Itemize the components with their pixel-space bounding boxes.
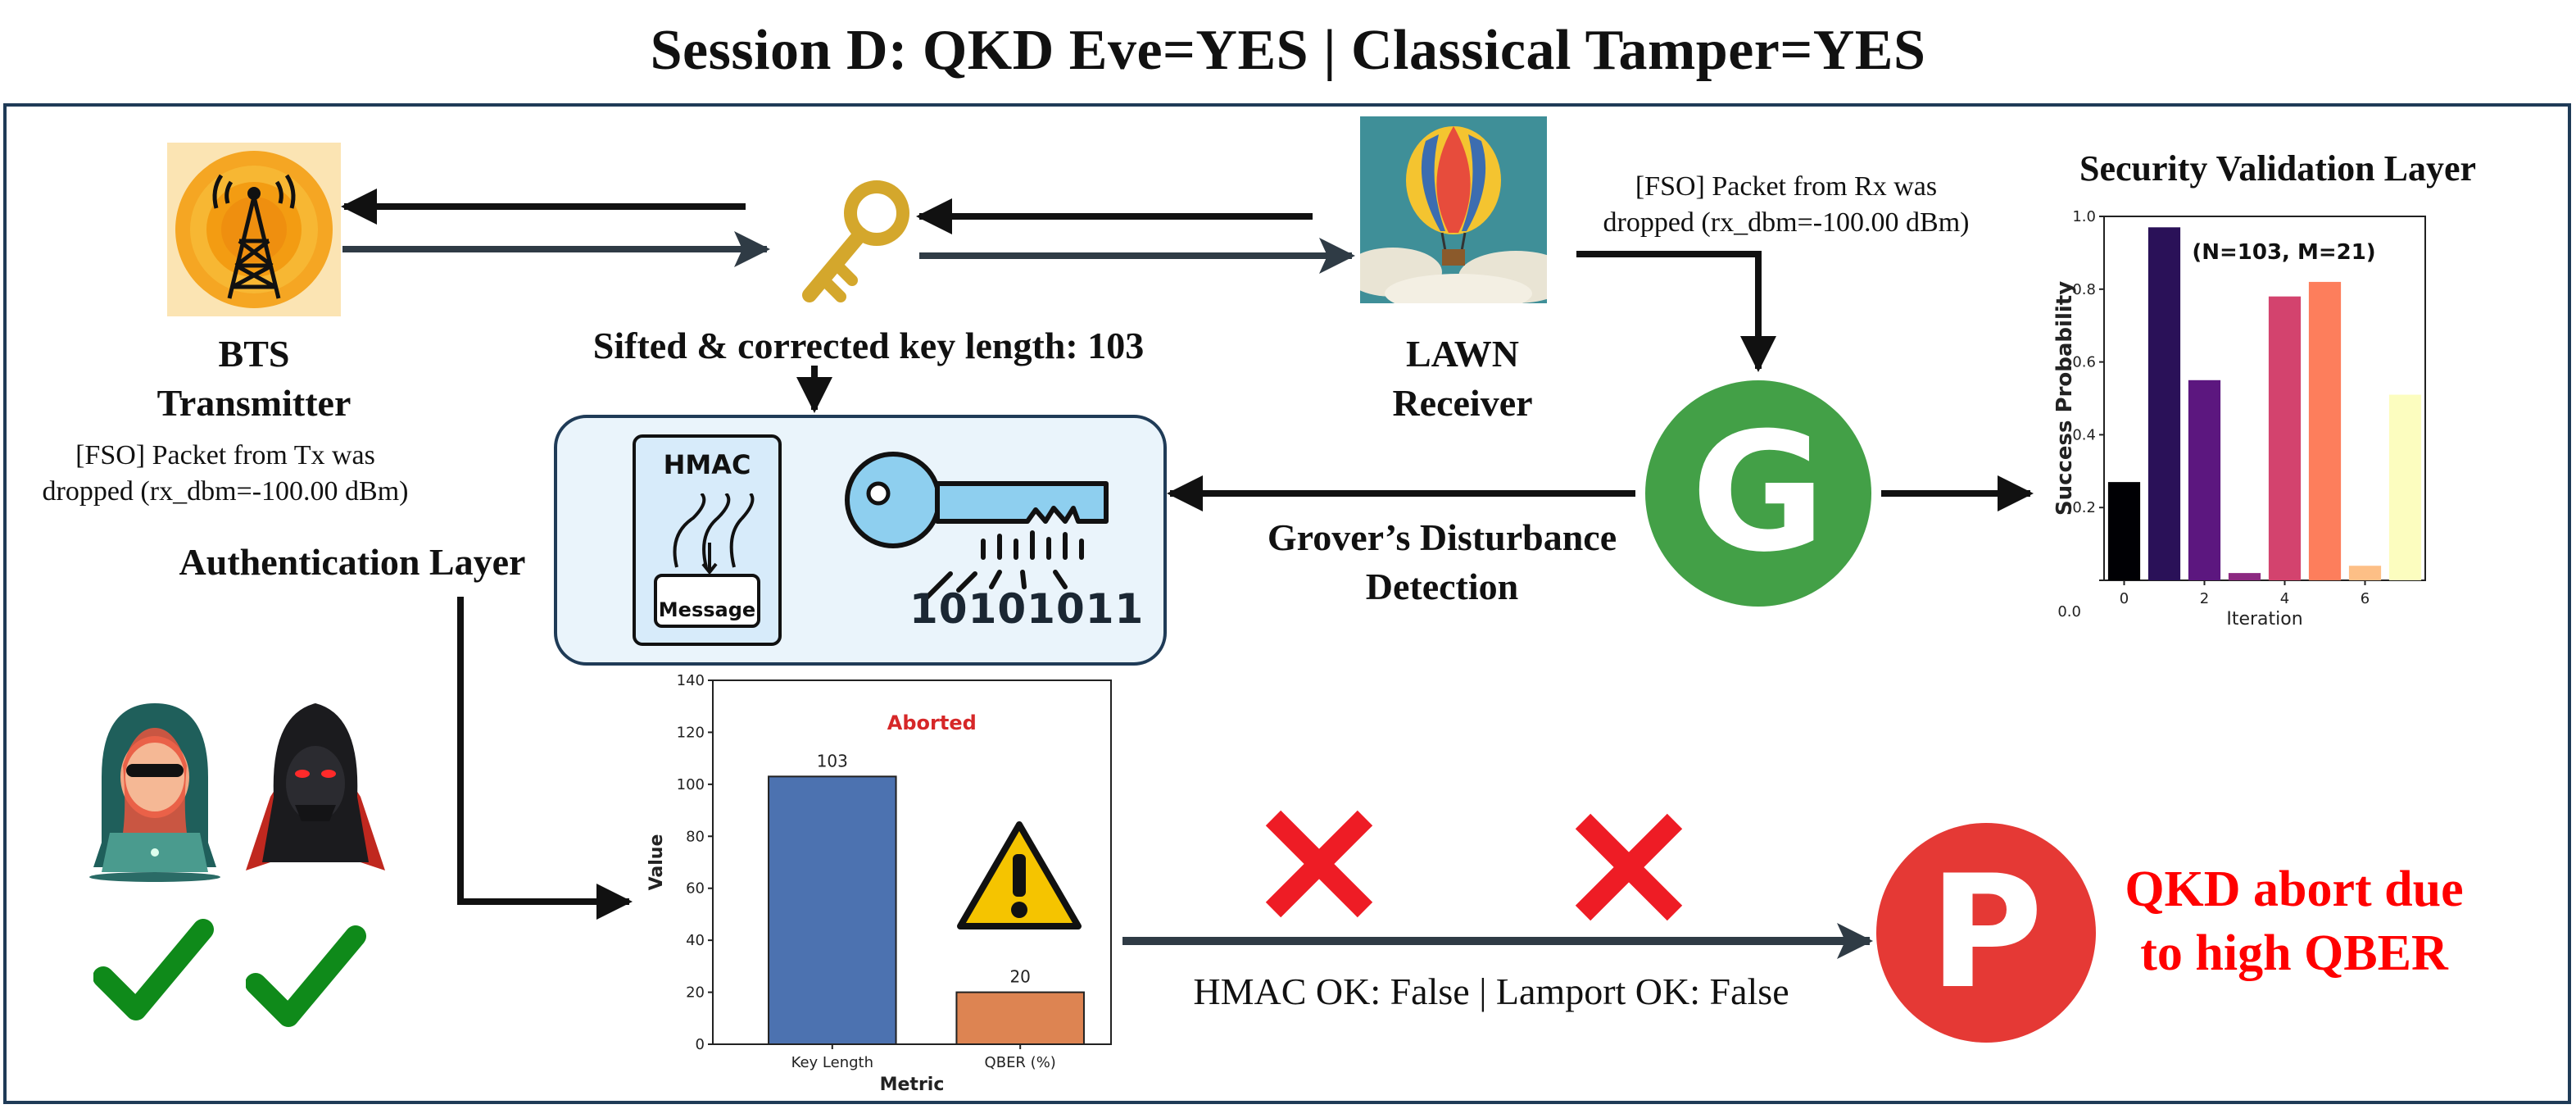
y-tick-label: 40 bbox=[686, 932, 705, 949]
chart-annotation: (N=103, M=21) bbox=[2192, 240, 2375, 265]
x-tick-label: 4 bbox=[2280, 590, 2289, 607]
receiver-name-line1: LAWN bbox=[1405, 333, 1520, 375]
receiver-name-line2: Receiver bbox=[1392, 382, 1533, 424]
hooded-hacker-icon bbox=[238, 698, 393, 870]
transmitter-name-line1: BTS bbox=[218, 333, 290, 375]
hmac-box: HMAC Message 10101011 bbox=[554, 415, 1167, 666]
balloon-icon bbox=[1344, 116, 1573, 313]
p-node: P bbox=[1876, 823, 2096, 1043]
transmitter-status: [FSO] Packet from Tx was dropped (rx_dbm… bbox=[8, 438, 442, 510]
warning-icon bbox=[957, 821, 1082, 929]
bar bbox=[2308, 281, 2342, 580]
y-tick-label: 0.6 bbox=[2072, 354, 2096, 371]
x-axis-label: Metric bbox=[880, 1075, 945, 1095]
y-tick-label: 80 bbox=[686, 828, 705, 845]
key-bits: 10101011 bbox=[909, 585, 1145, 633]
key-length-label: Sifted & corrected key length: 103 bbox=[592, 325, 1145, 366]
y-axis-label: Success Probability bbox=[2052, 281, 2077, 516]
x-tick-label: 0 bbox=[2120, 590, 2129, 607]
bar bbox=[2348, 566, 2382, 580]
y-tick-label: 20 bbox=[686, 984, 705, 1002]
hmac-document: HMAC Message bbox=[633, 434, 782, 646]
y-axis-label: Value bbox=[646, 834, 667, 891]
transmitter-status-line1: [FSO] Packet from Tx was bbox=[75, 440, 375, 470]
abort-message: QKD abort due to high QBER bbox=[2081, 857, 2507, 985]
security-layer-label: Security Validation Layer bbox=[2079, 148, 2477, 189]
abort-message-line1: QKD abort due bbox=[2125, 861, 2464, 917]
y-tick-label: 120 bbox=[677, 724, 705, 741]
transmitter-label: BTS Transmitter bbox=[107, 330, 401, 428]
arrow-rx-to-g bbox=[1576, 251, 1776, 372]
receiver-label: LAWN Receiver bbox=[1311, 330, 1614, 428]
y-tick-label: 0.8 bbox=[2072, 281, 2096, 298]
cross-icon bbox=[1575, 813, 1683, 921]
authentication-layer-label: Authentication Layer bbox=[179, 541, 526, 583]
hmac-flow-icon bbox=[673, 493, 755, 575]
receiver-status-line1: [FSO] Packet from Rx was bbox=[1635, 171, 1938, 202]
grover-node: G bbox=[1645, 380, 1871, 607]
bar bbox=[2147, 227, 2181, 580]
y-tick-label: 0 bbox=[696, 1036, 705, 1053]
y-tick-label: 0.0 bbox=[2057, 603, 2081, 620]
x-tick-label: 2 bbox=[2200, 590, 2209, 607]
bar bbox=[2228, 573, 2261, 580]
bar bbox=[2388, 394, 2422, 580]
auth-result-text: HMAC OK: False | Lamport OK: False bbox=[1193, 970, 1789, 1012]
y-tick-label: 0.4 bbox=[2072, 426, 2096, 443]
arrow-auth-to-chart bbox=[457, 597, 633, 920]
x-tick-label: Key Length bbox=[791, 1054, 873, 1071]
y-tick-label: 100 bbox=[677, 776, 705, 793]
check-icon bbox=[93, 919, 214, 1020]
receiver-status-line2: dropped (rx_dbm=-100.00 dBm) bbox=[1603, 207, 1970, 238]
hacker-woman-icon bbox=[85, 695, 224, 884]
data-label: 103 bbox=[817, 751, 848, 770]
y-tick-label: 0.2 bbox=[2072, 499, 2096, 516]
x-tick-label: 6 bbox=[2361, 590, 2370, 607]
transmitter-name-line2: Transmitter bbox=[156, 382, 351, 424]
bar bbox=[2268, 296, 2302, 580]
page-title: Session D: QKD Eve=YES | Classical Tampe… bbox=[650, 19, 1926, 82]
bar bbox=[768, 775, 897, 1045]
abort-message-line2: to high QBER bbox=[2140, 925, 2448, 981]
x-axis-label: Iteration bbox=[2226, 609, 2302, 629]
message-label: Message bbox=[654, 574, 760, 628]
data-label: 20 bbox=[1009, 967, 1030, 987]
transmitter-status-line2: dropped (rx_dbm=-100.00 dBm) bbox=[42, 476, 409, 507]
tower-icon bbox=[167, 143, 341, 316]
digital-key-icon bbox=[845, 452, 1109, 601]
bar bbox=[955, 991, 1085, 1046]
chart-title: Aborted bbox=[887, 711, 977, 734]
key-icon bbox=[791, 174, 914, 313]
grover-label-line1: Grover’s Disturbance bbox=[1267, 516, 1617, 558]
receiver-status: [FSO] Packet from Rx was dropped (rx_dbm… bbox=[1565, 169, 2007, 241]
y-tick-label: 1.0 bbox=[2072, 208, 2096, 225]
grover-label-line2: Detection bbox=[1365, 566, 1519, 607]
check-icon bbox=[246, 925, 366, 1027]
grover-label: Grover’s Disturbance Detection bbox=[1221, 513, 1663, 611]
cross-icon bbox=[1265, 810, 1373, 918]
bar bbox=[2107, 482, 2141, 580]
x-tick-label: QBER (%) bbox=[985, 1054, 1056, 1071]
bar bbox=[2188, 380, 2221, 580]
y-tick-label: 60 bbox=[686, 880, 705, 898]
hmac-label: HMAC bbox=[663, 449, 751, 480]
diagram-frame bbox=[3, 103, 2571, 1104]
y-tick-label: 140 bbox=[677, 672, 705, 689]
